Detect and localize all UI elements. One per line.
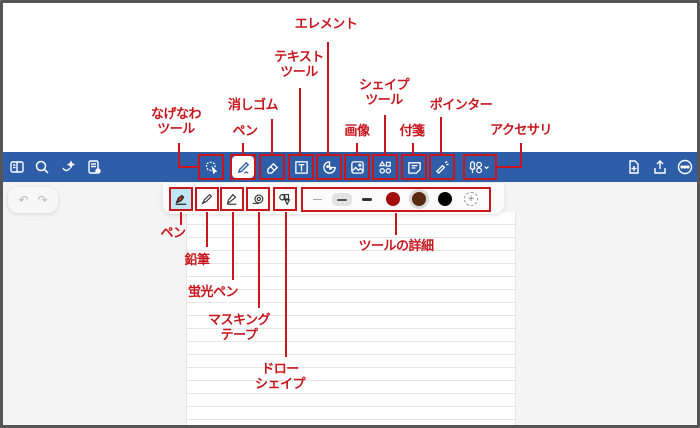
color-swatch-black[interactable] (438, 192, 452, 206)
leader-sticky (412, 143, 414, 155)
image-tool-button[interactable] (346, 156, 368, 178)
shape-tool-button[interactable] (374, 156, 396, 178)
color-swatch-red[interactable] (386, 192, 400, 206)
label-pointer: ポインター (429, 98, 493, 113)
eraser-tool-button[interactable] (261, 156, 283, 178)
leader-eraser (271, 119, 273, 155)
laser-pointer-tool-button[interactable] (431, 156, 453, 178)
label-lasso: なげなわ ツール (150, 107, 202, 137)
callout-box-text (288, 154, 314, 180)
share-icon[interactable] (650, 157, 670, 177)
sidebar-icon[interactable] (7, 157, 27, 177)
label-highlighter: 蛍光ペン (187, 285, 239, 300)
pen-type-pen[interactable] (171, 189, 191, 209)
stroke-width-thin[interactable] (307, 193, 327, 206)
label-text-tool: テキスト ツール (274, 50, 324, 80)
callout-box-tool-detail (301, 187, 491, 212)
leader-image (356, 143, 358, 155)
leader-washi (258, 212, 260, 308)
more-icon[interactable] (675, 157, 695, 177)
redo-button[interactable]: ↷ (37, 193, 48, 207)
label-shape-tool: シェイプ ツール (358, 78, 410, 108)
lasso-tool-button[interactable] (200, 156, 222, 178)
label-sub-pen: ペン (160, 226, 186, 241)
undo-button[interactable]: ↶ (18, 193, 29, 207)
callout-box-sub-pen (169, 187, 193, 211)
sticky-note-tool-button[interactable] (403, 156, 425, 178)
label-tool-detail: ツールの詳細 (358, 239, 434, 254)
stroke-width-thick[interactable] (357, 193, 377, 206)
top-toolbar (3, 152, 697, 182)
leader-lasso-v (178, 143, 180, 167)
add-color-button[interactable]: + (464, 192, 478, 206)
leader-pencil (206, 212, 208, 247)
callout-box-highlighter (220, 187, 244, 211)
undo-redo-group: ↶ ↷ (8, 187, 58, 213)
document-list-icon[interactable] (84, 157, 104, 177)
callout-box-pointer (429, 154, 455, 180)
label-pen: ペン (232, 124, 258, 139)
new-page-icon[interactable] (624, 157, 644, 177)
leader-pointer (440, 117, 442, 155)
leader-accessory-v (520, 143, 522, 168)
leader-tool-detail (395, 213, 397, 235)
callout-box-accessory (463, 154, 497, 180)
pen-tool-button[interactable] (232, 156, 254, 178)
callout-box-eraser (259, 154, 285, 180)
color-swatch-brown-selected[interactable] (412, 192, 426, 206)
accessory-button[interactable] (465, 156, 495, 178)
leader-text (299, 88, 301, 155)
callout-box-washi (246, 187, 270, 211)
pen-type-washi-tape[interactable] (248, 189, 268, 209)
label-draw-shape: ドロー シェイプ (254, 362, 306, 392)
label-element: エレメント (294, 17, 358, 32)
callout-box-pen (230, 154, 256, 180)
label-accessory: アクセサリ (490, 123, 552, 138)
note-page[interactable] (186, 212, 516, 425)
label-sticky: 付箋 (399, 124, 425, 139)
element-tool-button[interactable] (318, 156, 340, 178)
leader-sub-pen (180, 212, 182, 225)
search-icon[interactable] (32, 157, 52, 177)
label-pencil: 鉛筆 (184, 253, 210, 268)
leader-highlighter (232, 212, 234, 280)
callout-box-draw-shape (273, 187, 297, 211)
callout-box-pencil (195, 187, 219, 211)
label-eraser: 消しゴム (227, 98, 279, 113)
callout-box-image (344, 154, 370, 180)
label-washi-tape: マスキング テープ (207, 313, 271, 343)
leader-draw-shape (285, 212, 287, 357)
stroke-width-medium[interactable] (332, 193, 352, 206)
callout-box-shape (372, 154, 398, 180)
leader-element (327, 42, 329, 155)
callout-box-lasso (198, 154, 224, 180)
pen-type-highlighter[interactable] (222, 189, 242, 209)
leader-pen (242, 143, 244, 155)
leader-lasso-h (178, 166, 199, 168)
ai-sparkle-icon[interactable] (58, 157, 78, 177)
pen-type-draw-shape[interactable] (275, 189, 295, 209)
callout-box-element (316, 154, 342, 180)
pen-type-pencil[interactable] (197, 189, 217, 209)
leader-shape (384, 115, 386, 155)
label-image: 画像 (344, 124, 370, 139)
leader-accessory-h (497, 166, 522, 168)
callout-box-sticky (401, 154, 427, 180)
text-tool-button[interactable] (290, 156, 312, 178)
